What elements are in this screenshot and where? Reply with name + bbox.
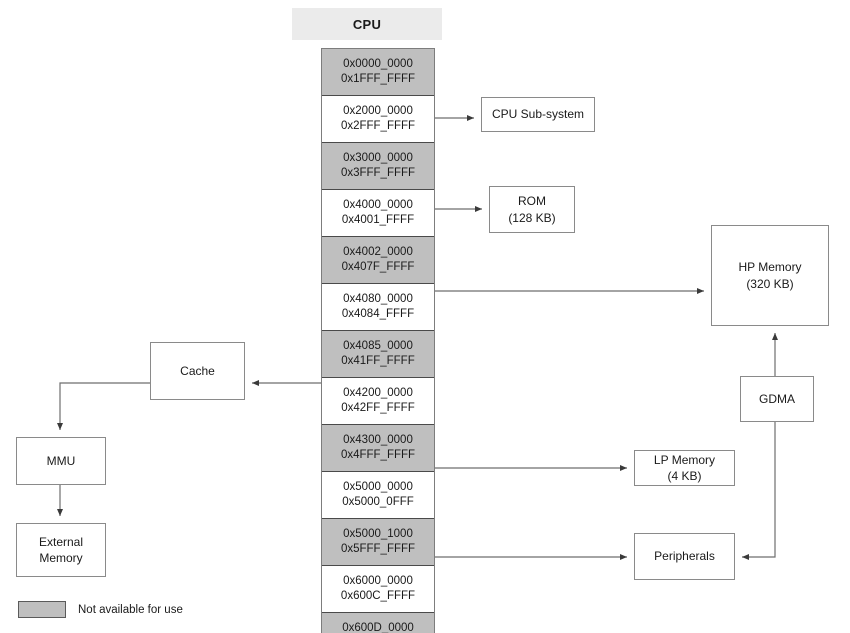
node-external-memory[interactable]: External Memory <box>16 523 106 577</box>
memory-region-row[interactable]: 0x600D_00000xFFFF_FFFF <box>322 613 434 633</box>
node-external-memory-label-line1: External <box>38 534 84 549</box>
memory-region-row[interactable]: 0x6000_0000 0x600C_FFFF <box>322 566 434 613</box>
memory-region-row[interactable]: 0x0000_0000 0x1FFF_FFFF <box>322 49 434 96</box>
cpu-header-band: CPU <box>292 8 442 40</box>
memory-region-end: 0x41FF_FFFF <box>341 355 415 367</box>
legend-swatch-unavailable <box>18 601 66 618</box>
legend: Not available for use <box>18 601 183 618</box>
memory-region-start: 0x2000_0000 <box>343 104 413 117</box>
memory-region-start: 0x4080_0000 <box>343 292 413 305</box>
wire-gdma-to-peripherals <box>742 422 776 560</box>
node-rom[interactable]: ROM (128 KB) <box>489 186 575 233</box>
memory-region-end: 0x600C_FFFF <box>340 590 416 602</box>
memory-region-end: 0x4001_FFFF <box>341 214 415 226</box>
node-hp-memory-label: HP Memory <box>738 260 802 275</box>
node-lp-memory[interactable]: LP Memory (4 KB) <box>634 450 735 486</box>
memory-region-row[interactable]: 0x4200_0000 0x42FF_FFFF <box>322 378 434 425</box>
memory-region-start: 0x4085_0000 <box>343 339 413 352</box>
cpu-memory-map-column: 0x0000_0000 0x1FFF_FFFF 0x2000_0000 0x2FFF_… <box>321 48 435 633</box>
memory-region-end: 0x2FFF_FFFF <box>340 120 416 132</box>
memory-region-start: 0x5000_0000 <box>343 480 413 493</box>
cpu-title: CPU <box>352 16 382 32</box>
node-mmu-label: MMU <box>46 453 76 468</box>
memory-region-end: 0x3FFF_FFFF <box>340 167 416 179</box>
memory-region-row[interactable]: 0x4080_0000 0x4084_FFFF <box>322 284 434 331</box>
memory-region-start: 0x6000_0000 <box>343 574 413 587</box>
wire-cache-to-mmu <box>57 382 150 430</box>
node-hp-memory-size: (320 KB) <box>746 276 794 291</box>
node-cache-label: Cache <box>180 363 215 378</box>
memory-region-end: 0x407F_FFFF <box>341 261 415 273</box>
memory-region-end: 0x4084_FFFF <box>341 308 415 320</box>
node-gdma[interactable]: GDMA <box>740 376 814 422</box>
memory-region-row[interactable]: 0x4300_0000 0x4FFF_FFFF <box>322 425 434 472</box>
node-rom-size: (128 KB) <box>508 210 556 225</box>
memory-region-end: 0x5FFF_FFFF <box>340 543 416 555</box>
memory-region-start: 0x4300_0000 <box>343 433 413 446</box>
node-cpu-subsystem[interactable]: CPU Sub-system <box>481 97 595 132</box>
memory-region-end: 0x1FFF_FFFF <box>340 73 416 85</box>
node-peripherals[interactable]: Peripherals <box>634 533 735 580</box>
legend-label-unavailable: Not available for use <box>78 603 183 616</box>
memory-region-end: 0x42FF_FFFF <box>341 402 415 414</box>
node-lp-memory-size: (4 KB) <box>667 469 702 483</box>
node-external-memory-label-line2: Memory <box>39 551 83 565</box>
memory-region-row[interactable]: 0x2000_0000 0x2FFF_FFFF <box>322 96 434 143</box>
memory-region-row[interactable]: 0x3000_0000 0x3FFF_FFFF <box>322 143 434 190</box>
memory-region-row[interactable]: 0x4002_0000 0x407F_FFFF <box>322 237 434 284</box>
memory-region-end: 0x4FFF_FFFF <box>340 449 416 461</box>
node-cpu-subsystem-label: CPU Sub-system <box>491 107 585 122</box>
node-gdma-label: GDMA <box>759 391 795 406</box>
node-mmu[interactable]: MMU <box>16 437 106 485</box>
node-peripherals-label: Peripherals <box>654 549 715 564</box>
memory-region-row[interactable]: 0x5000_1000 0x5FFF_FFFF <box>322 519 434 566</box>
node-cache[interactable]: Cache <box>150 342 245 400</box>
node-rom-label: ROM <box>518 194 546 209</box>
node-hp-memory[interactable]: HP Memory (320 KB) <box>711 225 829 326</box>
memory-region-start: 0x600D_0000 <box>342 622 414 633</box>
node-lp-memory-label: LP Memory <box>653 452 716 467</box>
memory-region-row[interactable]: 0x5000_0000 0x5000_0FFF <box>322 472 434 519</box>
memory-region-start: 0x4000_0000 <box>343 198 413 211</box>
memory-region-start: 0x5000_1000 <box>343 527 413 540</box>
memory-region-start: 0x0000_0000 <box>343 57 413 70</box>
memory-region-row[interactable]: 0x4000_0000 0x4001_FFFF <box>322 190 434 237</box>
memory-region-start: 0x4002_0000 <box>343 245 413 258</box>
memory-region-row[interactable]: 0x4085_0000 0x41FF_FFFF <box>322 331 434 378</box>
memory-region-start: 0x3000_0000 <box>343 151 413 164</box>
memory-region-end: 0x5000_0FFF <box>342 496 414 508</box>
memory-region-start: 0x4200_0000 <box>343 386 413 399</box>
